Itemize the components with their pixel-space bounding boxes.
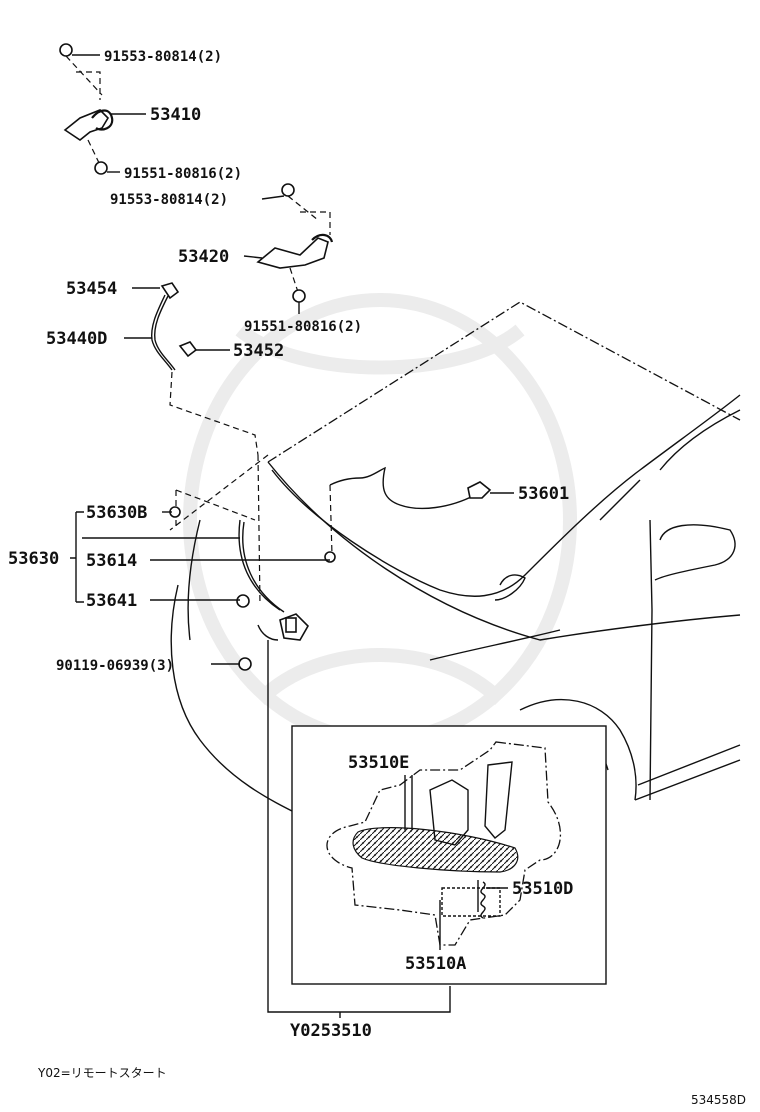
label-91551-80816-b: 91551-80816(2) xyxy=(244,319,362,335)
label-90119-06939: 90119-06939(3) xyxy=(56,658,174,674)
leader-lines xyxy=(70,54,514,1018)
label-53420: 53420 xyxy=(178,247,229,267)
label-53630b: 53630B xyxy=(86,503,147,523)
bracket-53420 xyxy=(256,183,334,303)
bracket-53410 xyxy=(59,43,114,175)
part-labels: 91553-80814(2) 53410 91551-80816(2) 9155… xyxy=(8,49,746,1107)
label-53410: 53410 xyxy=(150,105,201,125)
label-53510e: 53510E xyxy=(348,753,409,773)
label-53454: 53454 xyxy=(66,279,117,299)
hood-components xyxy=(169,454,492,671)
label-53510a: 53510A xyxy=(405,954,466,974)
diagram-id: 534558D xyxy=(691,1093,746,1107)
label-53630: 53630 xyxy=(8,549,59,569)
label-53641: 53641 xyxy=(86,591,137,611)
label-91553-80814-top: 91553-80814(2) xyxy=(104,49,222,65)
label-91551-80816-a: 91551-80816(2) xyxy=(124,166,242,182)
label-91553-80814-b: 91553-80814(2) xyxy=(110,192,228,208)
label-53614: 53614 xyxy=(86,551,137,571)
label-53510d: 53510D xyxy=(512,879,573,899)
label-53440d: 53440D xyxy=(46,329,107,349)
watermark-logo xyxy=(183,293,577,747)
support-rod-53440d xyxy=(150,282,259,456)
label-53601: 53601 xyxy=(518,484,569,504)
label-y0253510: Y0253510 xyxy=(290,1021,372,1041)
label-53452: 53452 xyxy=(233,341,284,361)
footnote: Y02=リモートスタート xyxy=(37,1066,167,1080)
detail-inset xyxy=(291,725,607,985)
